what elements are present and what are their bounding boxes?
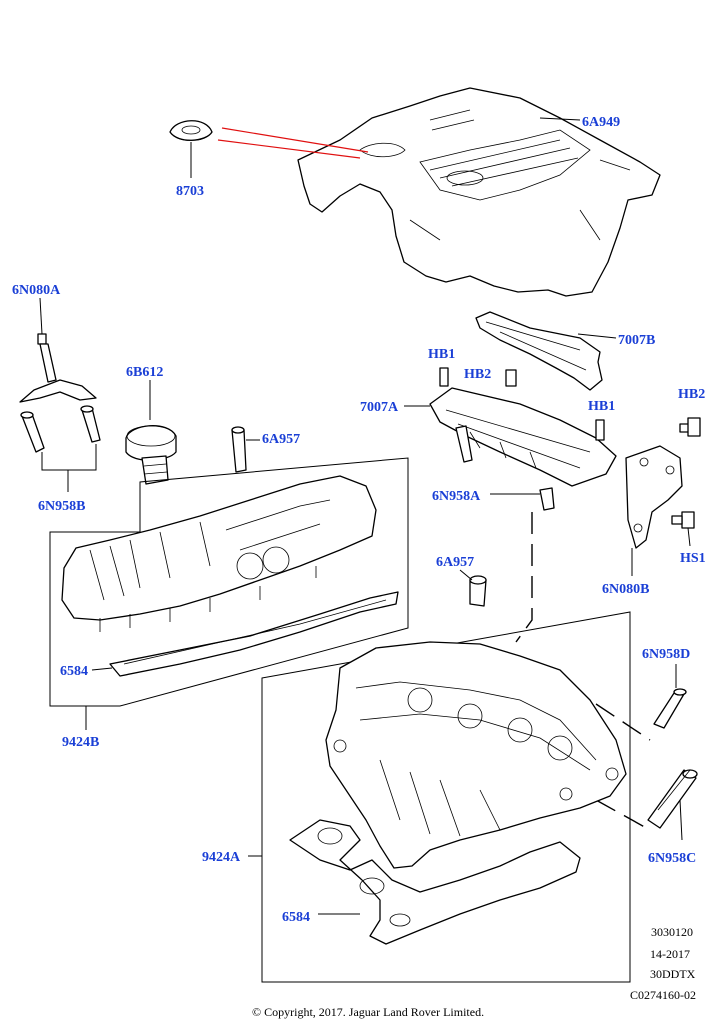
bolt-HB2-right <box>679 417 701 437</box>
label-6A957-mid: 6A957 <box>436 555 474 570</box>
box-9424A <box>261 611 631 983</box>
leader-6N958C <box>679 799 683 841</box>
part-6A957-top <box>231 426 247 473</box>
label-6A949: 6A949 <box>582 115 620 130</box>
label-7007B: 7007B <box>618 333 655 348</box>
label-6B612: 6B612 <box>126 365 163 380</box>
label-6N080B: 6N080B <box>602 582 649 597</box>
bolt-HB2-mid <box>505 369 517 387</box>
label-6A957-top: 6A957 <box>262 432 300 447</box>
part-9424A-cover <box>325 641 627 869</box>
leader-6A949 <box>539 117 581 121</box>
label-HB2-mid: HB2 <box>464 367 491 382</box>
label-7007A: 7007A <box>360 400 399 415</box>
leader-HS1 <box>687 527 691 547</box>
part-6N080A <box>19 333 97 403</box>
part-8703 <box>169 120 213 141</box>
dash-line-3 <box>595 799 651 831</box>
part-7007B <box>475 311 603 391</box>
copyright-text: © Copyright, 2017. Jaguar Land Rover Lim… <box>252 1005 484 1019</box>
label-6584-left: 6584 <box>60 664 88 679</box>
dash-line-2 <box>595 703 651 741</box>
engine-cover <box>297 87 661 297</box>
leader-6A957-mid <box>459 569 473 581</box>
meta-code-4: C0274160-02 <box>630 988 696 1002</box>
box-9424B <box>49 457 409 707</box>
part-6A957-mid <box>469 575 487 607</box>
label-HB1-left: HB1 <box>428 347 455 362</box>
leader-7007B <box>577 333 617 339</box>
leader-6584-left <box>91 667 113 671</box>
label-9424B: 9424B <box>62 735 99 750</box>
part-6N958D <box>653 688 687 729</box>
label-6N958B: 6N958B <box>38 499 85 514</box>
label-6N958A: 6N958A <box>432 489 481 504</box>
label-8703: 8703 <box>176 184 204 199</box>
label-HB1-right: HB1 <box>588 399 615 414</box>
label-6N958C: 6N958C <box>648 851 696 866</box>
bolt-HS1 <box>671 511 695 529</box>
meta-code-1: 3030120 <box>651 925 693 939</box>
label-HS1: HS1 <box>680 551 706 566</box>
part-6N958B <box>20 405 101 453</box>
leader-6N080A <box>39 297 43 335</box>
bolt-HB1-right <box>595 419 605 441</box>
label-6N958D: 6N958D <box>642 647 690 662</box>
label-9424A: 9424A <box>202 850 241 865</box>
meta-code-2: 14-2017 <box>650 947 690 961</box>
meta-code-3: 30DDTX <box>650 967 696 981</box>
red-guide-1 <box>221 127 369 153</box>
part-6N080B <box>625 445 683 549</box>
bolt-HB1-left <box>439 367 449 387</box>
part-6584-left <box>109 591 399 677</box>
label-HB2-right: HB2 <box>678 387 705 402</box>
dash-line-1 <box>515 512 533 643</box>
leader-6N958B <box>41 444 97 492</box>
red-guide-2 <box>217 139 361 159</box>
label-6584-bottom: 6584 <box>282 910 310 925</box>
part-6584-bottom <box>289 819 581 945</box>
label-6N080A: 6N080A <box>12 283 61 298</box>
part-6B612 <box>125 424 177 485</box>
part-6N958C <box>647 769 698 829</box>
part-6N958A <box>455 425 555 511</box>
part-9424B-cover <box>61 475 377 632</box>
